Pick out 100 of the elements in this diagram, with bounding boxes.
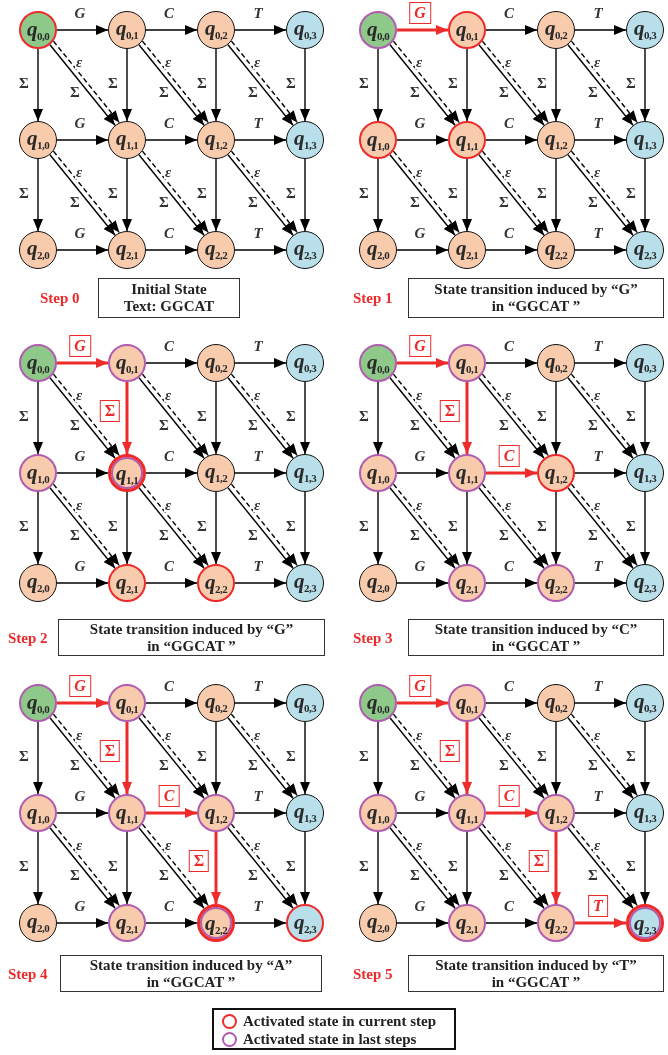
edge-label: Σ [358,75,370,91]
state-circle: q$_{0,3}$ [626,11,664,49]
edge-label: Σ [158,194,170,210]
arrow [396,468,449,478]
edge-label: Σ [536,408,548,424]
edge-label: Σ [285,185,297,201]
edge-label: Σ [247,867,259,883]
arrow [373,831,383,905]
edge-label: Σ [625,408,637,424]
edge-label: C [498,445,520,467]
edge-label: T [252,558,264,574]
arrow [574,808,627,818]
arrow [234,25,287,35]
edge-label: Σ [107,858,119,874]
arrow [485,578,538,588]
arrow [574,578,627,588]
edge-label: G [409,675,431,697]
edge-label: G [69,335,91,357]
edge-label: T [252,115,264,131]
edge-label: Σ [158,757,170,773]
edge-label: Σ [625,185,637,201]
state-circle: q$_{1,3}$ [286,121,324,159]
arrow [462,158,472,232]
state-circle: q$_{0,2}$ [537,11,575,49]
arrow [300,721,310,795]
arrow [122,722,132,794]
arrow [56,135,109,145]
arrow [33,158,43,232]
edge-label: Σ [18,185,30,201]
edge-label: Σ [447,185,459,201]
caption-box [408,955,664,992]
arrow [397,698,448,708]
arrow [211,48,221,122]
edge-label: Σ [247,194,259,210]
state-circle: q$_{0,2}$ [197,11,235,49]
caption-text: State transition induced by “C” in “GGCAT ” [434,620,638,655]
state-circle: q$_{0,1}$ [108,11,146,49]
edge-label: T [592,788,604,804]
edge-label: Σ [536,75,548,91]
edge-label: G [73,115,87,131]
edge-label: Σ [536,185,548,201]
arrow [300,831,310,905]
arrow [122,382,132,454]
caption-text: Text: GGCAT [123,298,215,315]
arrow [640,381,650,455]
step-label: Step 4 [8,965,48,983]
arrow [373,381,383,455]
edge-label: Σ [528,850,550,872]
arrow [234,578,287,588]
state-circle: q$_{2,2}$ [537,231,575,269]
arrow [485,135,538,145]
edge-label: Σ [358,408,370,424]
edge-label: Σ [107,518,119,534]
arrow [56,245,109,255]
edge-label: Σ [587,757,599,773]
edge-label: T [592,5,604,21]
state-circle: q$_{2,3}$ [626,564,664,602]
state-circle: q$_{2,2}$ [197,564,235,602]
state-circle: q$_{0,1}$ [108,684,146,722]
edge-label: Σ [247,757,259,773]
edge-label: C [503,338,515,354]
state-circle: q$_{2,2}$ [537,904,575,942]
edge-label: Σ [409,757,421,773]
step-label: Step 0 [40,289,80,307]
edge-label: T [588,895,608,917]
arrow [234,808,287,818]
state-circle: q$_{0,2}$ [537,344,575,382]
caption-text: State transition induced by “T” in “GGCAT ” [434,956,638,991]
edge-label: Σ [439,400,461,422]
arrow [574,468,627,478]
state-circle: q$_{2,1}$ [448,231,486,269]
arrow [57,698,108,708]
arrow [300,381,310,455]
arrow [373,48,383,122]
state-circle: q$_{1,2}$ [197,454,235,492]
edge-label: T [592,338,604,354]
arrow [145,468,198,478]
edge-label: C [163,338,175,354]
edge-label: C [503,225,515,241]
state-circle: q$_{1,2}$ [537,794,575,832]
caption-box [408,278,664,318]
state-circle: q$_{0,3}$ [626,344,664,382]
edge-label: Σ [285,518,297,534]
arrow [373,721,383,795]
edge-label: T [592,225,604,241]
state-circle: q$_{1,3}$ [286,454,324,492]
edge-label: Σ [18,858,30,874]
edge-label: G [73,225,87,241]
edge-label: G [413,558,427,574]
state-circle: q$_{1,3}$ [626,454,664,492]
edge-label: G [73,558,87,574]
state-circle: q$_{1,1}$ [108,454,146,492]
edge-label: T [592,448,604,464]
state-circle: q$_{2,0}$ [19,904,57,942]
state-circle: q$_{0,0}$ [19,684,57,722]
arrow [145,358,198,368]
state-circle: q$_{0,3}$ [286,684,324,722]
edge-label: Σ [69,527,81,543]
state-circle: q$_{2,1}$ [108,231,146,269]
edge-label: Σ [158,417,170,433]
